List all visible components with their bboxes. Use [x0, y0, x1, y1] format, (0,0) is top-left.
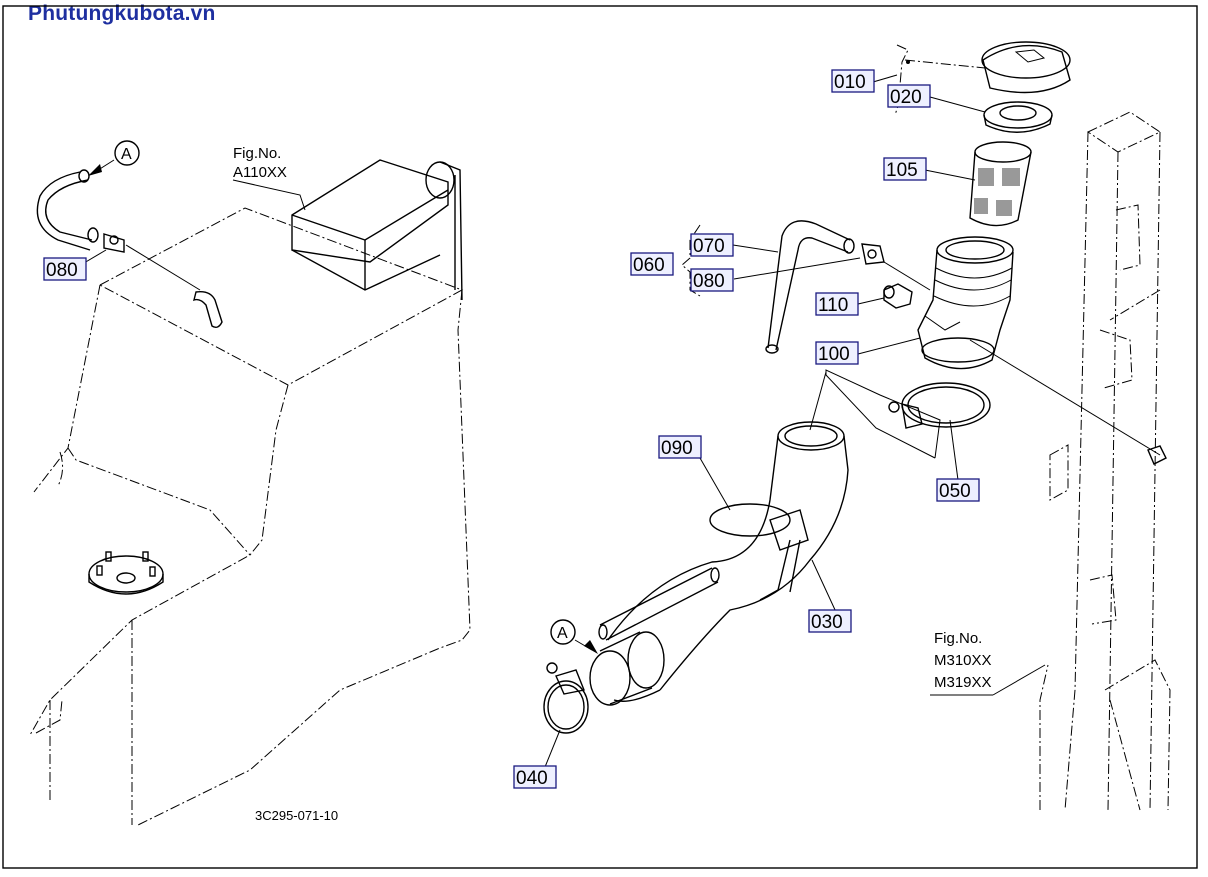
- callout-080-left[interactable]: 080: [43, 257, 87, 281]
- callout-110[interactable]: 110: [815, 292, 859, 316]
- hose-clamp-lower: [543, 662, 589, 734]
- drain-hose: [598, 567, 720, 641]
- svg-text:030: 030: [811, 612, 843, 633]
- svg-text:110: 110: [818, 295, 848, 316]
- svg-text:070: 070: [693, 236, 725, 257]
- breather-hose: [765, 220, 1167, 465]
- cap-gasket: [983, 101, 1053, 133]
- frame-outline: [1039, 111, 1171, 811]
- fuel-tank-outline: [29, 207, 471, 826]
- svg-text:090: 090: [661, 438, 693, 459]
- svg-text:105: 105: [886, 160, 918, 181]
- svg-text:050: 050: [939, 481, 971, 502]
- callout-020[interactable]: 020: [887, 84, 931, 108]
- tank-filler-plate: [88, 551, 164, 595]
- svg-text:A: A: [557, 625, 568, 642]
- fig-ref-a110xx: Fig.No. A110XX: [233, 145, 287, 181]
- callout-090[interactable]: 090: [658, 435, 702, 459]
- fig-ref-m310xx: Fig.No. M310XX M319XX: [934, 630, 992, 691]
- watermark-text: Phutungkubota.vn: [28, 2, 216, 25]
- fuel-cap: [904, 41, 1071, 94]
- drawing-frame: [2, 5, 1198, 869]
- svg-text:M310XX: M310XX: [934, 652, 992, 669]
- callout-040[interactable]: 040: [513, 765, 557, 789]
- svg-text:Fig.No.: Fig.No.: [934, 630, 982, 647]
- drawing-code: 3C295-071-10: [255, 808, 338, 823]
- vent-nipple: [883, 283, 913, 309]
- hose-clamp-upper: [888, 382, 991, 429]
- svg-text:M319XX: M319XX: [934, 674, 992, 691]
- callout-105[interactable]: 105: [883, 157, 927, 181]
- svg-text:060: 060: [633, 255, 665, 276]
- view-marker-a-right: A: [550, 619, 598, 654]
- callout-030[interactable]: 030: [808, 609, 852, 633]
- filler-neck: [917, 236, 1014, 370]
- filler-strainer: [969, 141, 1032, 227]
- svg-text:A: A: [121, 146, 132, 163]
- leader-lines: [83, 44, 1046, 768]
- callout-060[interactable]: 060: [630, 252, 674, 276]
- hose-band: [709, 503, 809, 601]
- view-marker-a-left: A: [88, 140, 140, 176]
- tank-vent-hose: [36, 169, 223, 329]
- svg-text:100: 100: [818, 344, 850, 365]
- callout-050[interactable]: 050: [936, 478, 980, 502]
- callout-070[interactable]: 070: [690, 233, 734, 257]
- callout-100[interactable]: 100: [815, 341, 859, 365]
- svg-text:A110XX: A110XX: [233, 164, 287, 181]
- svg-text:Fig.No.: Fig.No.: [233, 145, 281, 162]
- svg-text:080: 080: [46, 260, 78, 281]
- callout-080-right[interactable]: 080: [690, 268, 734, 292]
- tank-top-box: [291, 159, 463, 301]
- callout-010[interactable]: 010: [831, 69, 875, 93]
- svg-text:080: 080: [693, 271, 725, 292]
- filler-pipe: [589, 421, 849, 706]
- svg-text:010: 010: [834, 72, 866, 93]
- svg-text:040: 040: [516, 768, 548, 789]
- svg-text:020: 020: [890, 87, 922, 108]
